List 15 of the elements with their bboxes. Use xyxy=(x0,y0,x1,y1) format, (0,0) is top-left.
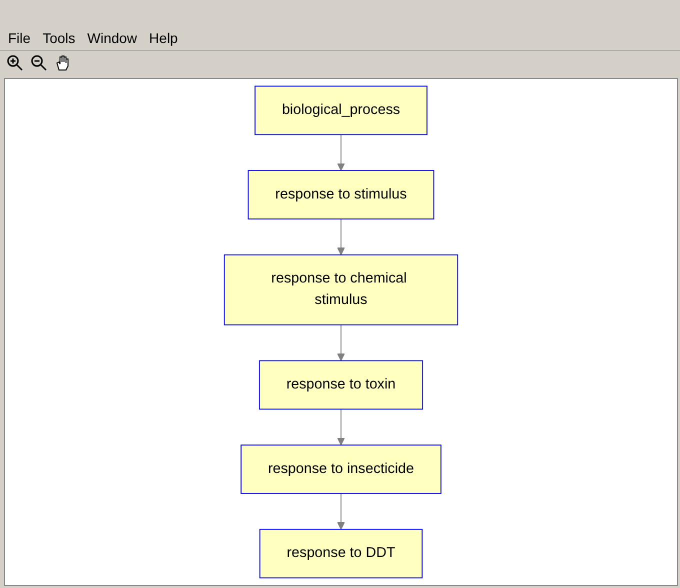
menu-item: Tools xyxy=(42,30,76,46)
arrow xyxy=(337,134,345,171)
node-box: response to toxin xyxy=(258,360,424,410)
node-box: response to chemical stimulus xyxy=(224,254,458,326)
node-box: response to DDT xyxy=(259,528,423,578)
arrow xyxy=(337,493,345,530)
node-box: biological_process xyxy=(254,86,428,136)
node-box: response to insecticide xyxy=(240,444,442,494)
menu-item: Help xyxy=(149,30,178,46)
arrow xyxy=(337,218,345,256)
menu-item: File xyxy=(8,30,31,46)
arrow xyxy=(337,408,345,446)
arrow xyxy=(337,324,345,362)
menu-item: Window xyxy=(87,30,138,46)
node-box: response to stimulus xyxy=(248,170,434,220)
